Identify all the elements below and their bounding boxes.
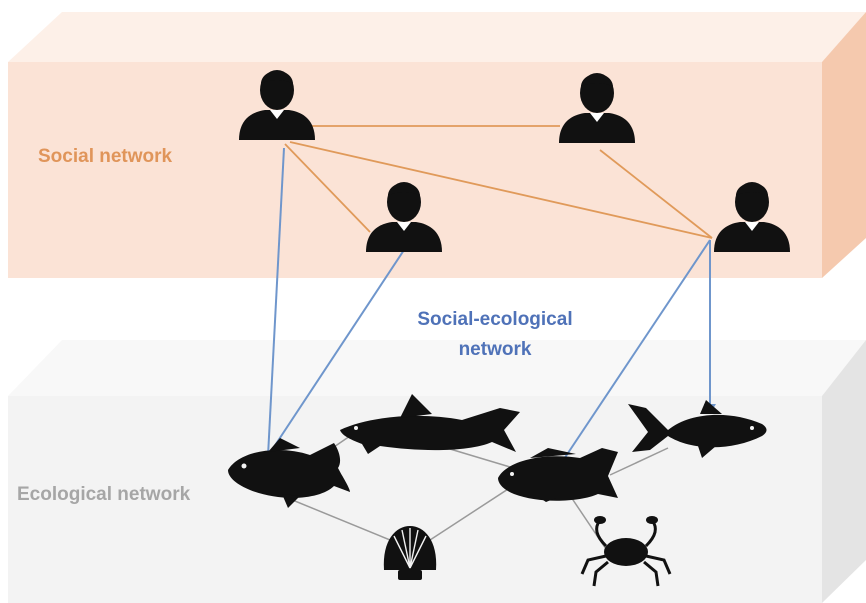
species: [228, 394, 767, 587]
social-ecological-network-label-line2: network: [458, 339, 532, 360]
grouper-icon: [498, 448, 618, 502]
social-link: [284, 143, 371, 233]
goldfish-icon: [228, 438, 350, 508]
ecological-layer-side-face: [822, 340, 866, 603]
crab-icon: [580, 516, 672, 587]
cross-link: [267, 249, 405, 457]
social-network-label: Social network: [38, 146, 173, 167]
tuna-icon: [628, 400, 767, 458]
ecological-link: [609, 447, 669, 476]
social-link: [289, 141, 713, 239]
social-link: [599, 149, 713, 239]
social-links: [284, 125, 713, 239]
ecological-layer-top-face: [8, 340, 866, 396]
scallop-icon: [383, 526, 437, 580]
cross-links: [267, 147, 711, 466]
social-layer-side-face: [822, 12, 866, 278]
ecological-network-label: Ecological network: [17, 484, 191, 505]
ecological-layer: [8, 340, 866, 603]
social-layer-top-face: [8, 12, 866, 62]
shark-icon: [340, 394, 520, 454]
social-ecological-network-label: Social-ecological network: [380, 305, 610, 365]
cross-link: [559, 239, 711, 466]
cross-link: [267, 147, 285, 457]
social-ecological-network-label-line1: Social-ecological: [417, 309, 573, 330]
